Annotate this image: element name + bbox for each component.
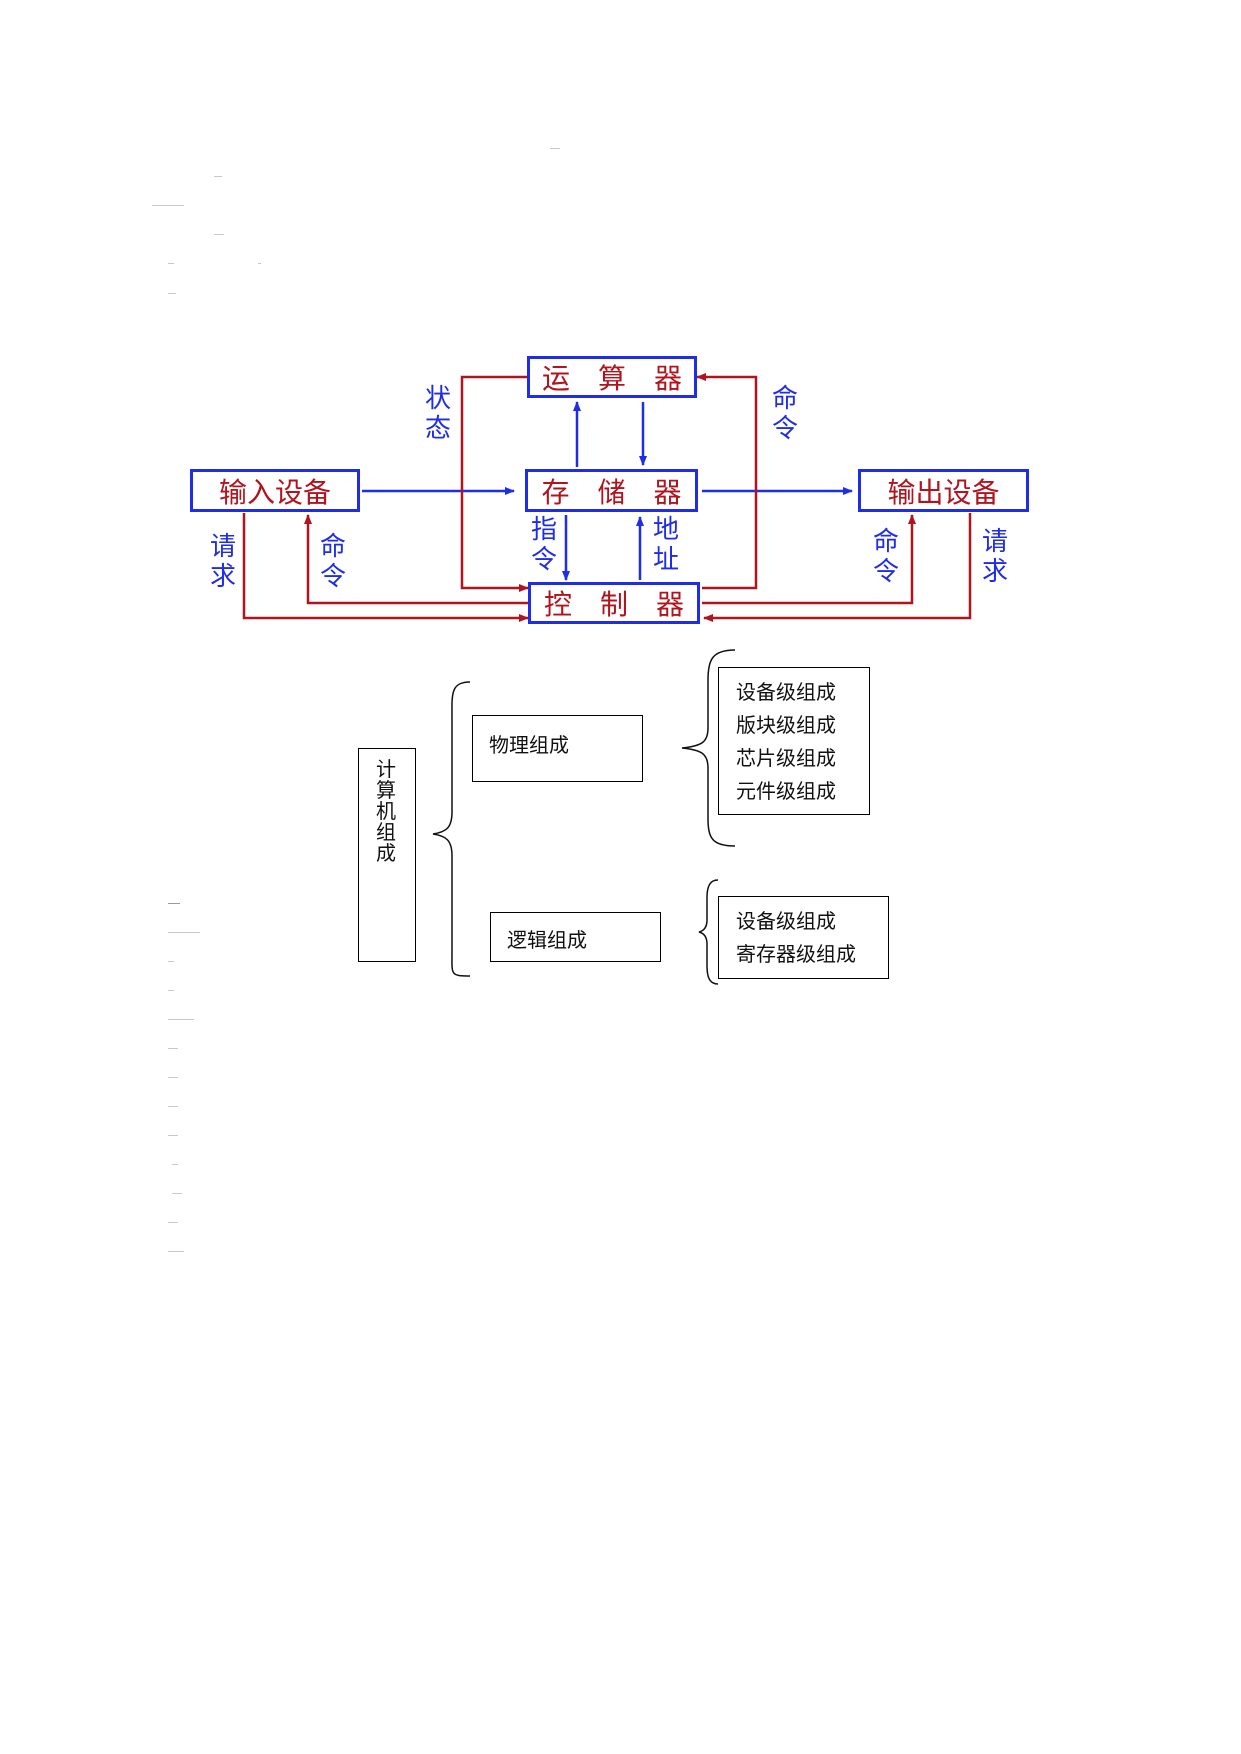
page-artifact — [258, 263, 261, 264]
memory-box: 存 储 器 — [525, 469, 698, 512]
page-artifact — [168, 961, 174, 962]
command-label-left: 命 令 — [319, 532, 346, 592]
page-artifact — [168, 293, 176, 294]
output-request-arrow — [703, 513, 972, 622]
root-label: 计 算 机 组 成 — [376, 757, 396, 865]
logical-item: 寄存器级组成 — [736, 942, 856, 966]
page-artifact — [550, 148, 560, 149]
address-label: 地 址 — [652, 515, 679, 575]
controller-to-alu-command-arrow — [696, 373, 758, 590]
status-label: 状 态 — [424, 384, 451, 444]
page-artifact — [168, 1077, 178, 1078]
page-artifact — [168, 1135, 178, 1136]
page-artifact — [168, 990, 174, 991]
input-device-label: 输入设备 — [218, 475, 331, 509]
memory-label: 存 储 器 — [541, 475, 682, 509]
page-artifact — [168, 263, 174, 264]
output-device-label: 输出设备 — [887, 475, 1000, 509]
braces — [432, 649, 736, 985]
logical-item: 设备级组成 — [736, 909, 836, 933]
logical-label: 逻辑组成 — [507, 928, 587, 952]
controller-box: 控 制 器 — [528, 582, 700, 624]
physical-item: 元件级组成 — [736, 779, 836, 803]
input-request-arrow — [242, 513, 529, 622]
output-device-box: 输出设备 — [858, 469, 1029, 512]
alu-box: 运 算 器 — [527, 356, 697, 398]
physical-items-box: 设备级组成 版块级组成 芯片级组成 元件级组成 — [718, 667, 870, 815]
page-artifact — [168, 932, 200, 933]
input-command-arrow — [304, 514, 528, 605]
logical-box: 逻辑组成 — [490, 912, 661, 962]
page-artifact — [214, 234, 224, 235]
page-artifact — [172, 1164, 178, 1165]
physical-box: 物理组成 — [472, 715, 643, 782]
command-label-top: 命 令 — [771, 384, 798, 444]
main-brace — [432, 681, 471, 977]
physical-label: 物理组成 — [489, 733, 569, 757]
architecture-arrows — [242, 373, 972, 622]
page-artifact — [168, 903, 180, 904]
page-artifact — [214, 176, 222, 177]
physical-item: 芯片级组成 — [736, 746, 836, 770]
physical-item: 设备级组成 — [736, 680, 836, 704]
alu-label: 运 算 器 — [541, 362, 682, 395]
page-artifact — [172, 1193, 182, 1194]
output-command-arrow — [702, 514, 916, 605]
page-artifact — [168, 1019, 194, 1020]
controller-label: 控 制 器 — [543, 588, 684, 621]
physical-item: 版块级组成 — [736, 713, 836, 737]
page-artifact — [168, 1048, 178, 1049]
logical-brace — [698, 879, 719, 985]
page-artifact — [168, 1106, 178, 1107]
input-device-box: 输入设备 — [190, 469, 360, 512]
logical-items-box: 设备级组成 寄存器级组成 — [718, 896, 889, 979]
physical-brace — [681, 649, 736, 847]
instruction-label: 指 令 — [530, 515, 557, 575]
request-label-right: 请 求 — [981, 527, 1008, 587]
page-artifact — [168, 1222, 178, 1223]
status-arrow — [460, 375, 529, 592]
page-artifact — [152, 205, 184, 206]
request-label-left: 请 求 — [209, 532, 236, 592]
command-label-right: 命 令 — [872, 527, 899, 587]
root-box: 计 算 机 组 成 — [358, 748, 416, 962]
page-artifact — [168, 1251, 184, 1252]
